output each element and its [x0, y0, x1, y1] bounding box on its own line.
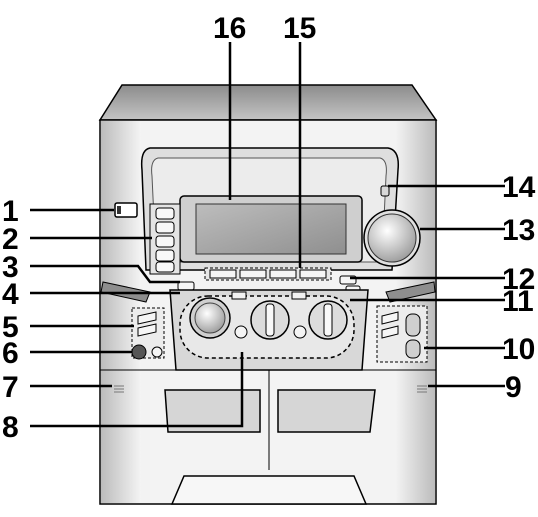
- callout-11: 11: [502, 285, 534, 318]
- leader-lines: [30, 42, 505, 428]
- callout-15: 15: [283, 12, 316, 45]
- callout-16: 16: [213, 12, 246, 45]
- function-button[interactable]: [155, 249, 175, 262]
- callout-9: 9: [505, 371, 522, 404]
- callout-1: 1: [2, 195, 19, 228]
- small-button[interactable]: [293, 325, 307, 339]
- preset-button[interactable]: [299, 269, 327, 279]
- preset-button[interactable]: [269, 269, 297, 279]
- cassette-decks: [100, 369, 436, 470]
- right-panel: [376, 305, 428, 363]
- knob-top-tab: [231, 291, 247, 300]
- right-button[interactable]: [405, 313, 421, 337]
- callout-7: 7: [2, 371, 19, 404]
- function-button[interactable]: [155, 235, 175, 248]
- preset-button[interactable]: [209, 269, 237, 279]
- deck-1-door[interactable]: [164, 389, 261, 433]
- right-vent: [417, 385, 427, 393]
- callout-2: 2: [2, 223, 19, 256]
- small-button[interactable]: [234, 325, 248, 339]
- callout-14: 14: [502, 171, 536, 204]
- deck-2-door[interactable]: [277, 389, 376, 433]
- callout-numbers: 1 2 3 4 5 6 7 8 9 10 11 12 13 14 15 16: [2, 12, 536, 444]
- function-button[interactable]: [155, 261, 175, 273]
- left-small-button[interactable]: [177, 281, 195, 291]
- callout-10: 10: [502, 333, 535, 366]
- function-button[interactable]: [155, 221, 175, 234]
- left-vent: [114, 385, 124, 393]
- right-button[interactable]: [405, 339, 421, 359]
- standby-indicator: [380, 185, 390, 197]
- cabinet-top: [98, 84, 438, 121]
- callout-3: 3: [2, 251, 19, 284]
- callout-4: 4: [2, 278, 19, 311]
- callout-8: 8: [2, 411, 19, 444]
- tone-knob-right[interactable]: [308, 300, 348, 340]
- right-grille: [385, 281, 436, 303]
- mic-jack[interactable]: [151, 346, 163, 358]
- power-button-mark: [117, 206, 121, 214]
- callout-5: 5: [2, 311, 19, 344]
- function-buttons: [149, 203, 181, 275]
- preset-buttons: [204, 267, 332, 281]
- knob-top-tab: [291, 291, 307, 300]
- callout-13: 13: [502, 214, 535, 247]
- jog-dial[interactable]: [189, 297, 231, 339]
- preset-button[interactable]: [239, 269, 267, 279]
- callout-6: 6: [2, 337, 19, 370]
- left-input-panel: [131, 307, 165, 360]
- headphone-jack[interactable]: [131, 344, 147, 360]
- function-button[interactable]: [155, 207, 175, 220]
- display-screen: [195, 203, 347, 255]
- volume-knob[interactable]: [363, 209, 421, 267]
- cd-tray[interactable]: [170, 475, 368, 505]
- tone-knob-center[interactable]: [250, 300, 290, 340]
- control-panel: [169, 289, 369, 371]
- callout-12: 12: [502, 263, 535, 296]
- display-unit: [179, 195, 363, 263]
